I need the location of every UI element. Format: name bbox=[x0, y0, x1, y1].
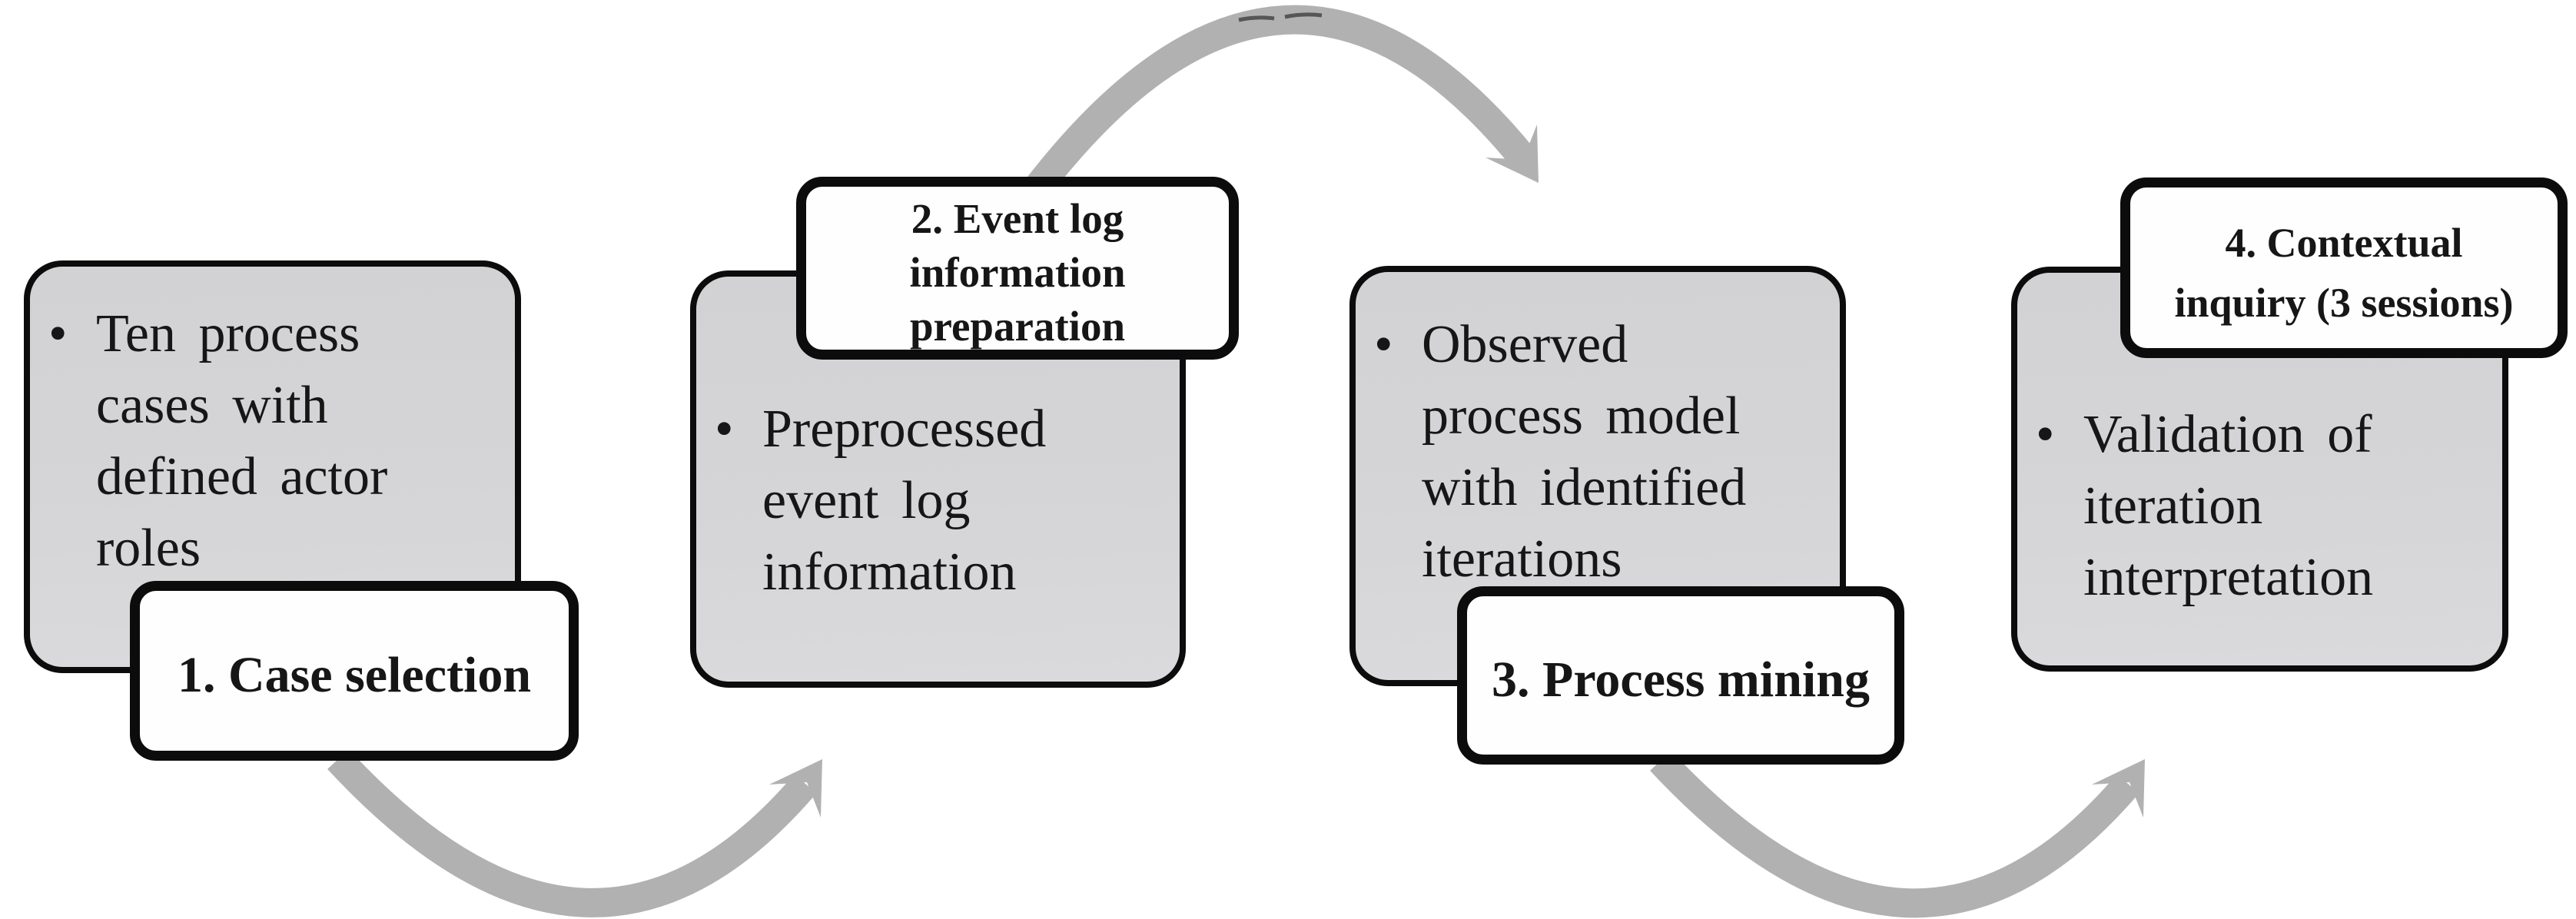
artifact-mark-left bbox=[1238, 15, 1275, 22]
stage-1-label-text: 1. Case selection bbox=[177, 647, 532, 703]
stage-1-label: 1. Case selection bbox=[130, 581, 579, 761]
artifact-mark-right bbox=[1284, 12, 1323, 19]
arrow-1-2-curve bbox=[327, 749, 817, 917]
arrow-2-3-curve bbox=[1004, 5, 1535, 226]
arrow-3-4-arrowhead-icon bbox=[2092, 759, 2145, 818]
bullet-icon: • bbox=[1374, 315, 1393, 374]
stage-3-label-text: 3. Process mining bbox=[1492, 652, 1870, 708]
arrow-1-2-arrowhead-icon bbox=[769, 759, 822, 818]
stage-3-label: 3. Process mining bbox=[1457, 586, 1904, 765]
bullet-icon: • bbox=[715, 400, 734, 459]
bullet-icon: • bbox=[2036, 405, 2055, 464]
arrow-2-3-arrowhead-icon bbox=[1486, 124, 1539, 183]
arrow-3-4-curve bbox=[1650, 751, 2139, 918]
bullet-icon: • bbox=[48, 304, 68, 363]
